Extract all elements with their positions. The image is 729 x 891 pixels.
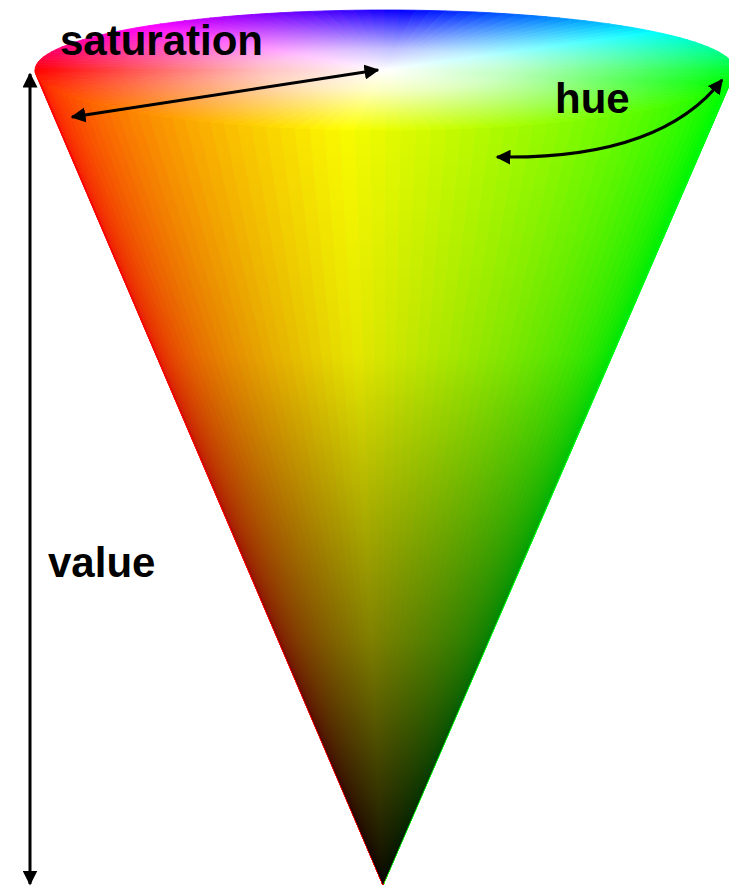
saturation-label: saturation <box>60 20 263 62</box>
saturation-center <box>35 10 729 130</box>
value-arrow <box>29 74 32 884</box>
value-shading <box>35 70 729 885</box>
cone-side <box>35 70 729 885</box>
hue-label: hue <box>555 78 630 120</box>
value-label: value <box>48 542 155 584</box>
saturation-arrow <box>72 70 378 117</box>
hue-wheel <box>35 10 729 130</box>
